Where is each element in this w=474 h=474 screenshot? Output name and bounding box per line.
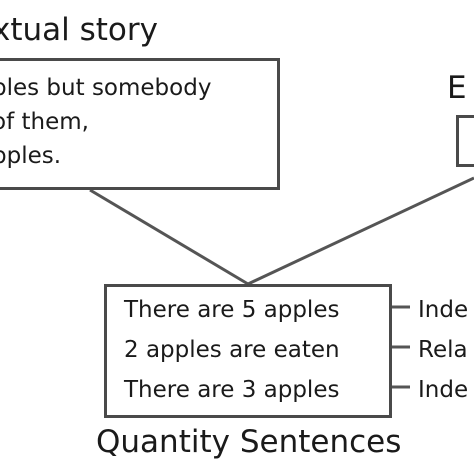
equation-title: E	[447, 70, 467, 106]
equation-to-sentences-line	[247, 176, 474, 286]
quantity-sentences-list: There are 5 apples 2 apples are eaten Th…	[124, 290, 340, 410]
textual-story-text: ples but somebody of them, pples.	[0, 71, 211, 173]
story-line: of them,	[0, 109, 89, 135]
quantity-sentence: There are 5 apples	[124, 297, 340, 323]
story-line: pples.	[0, 143, 62, 169]
relation-label: Rela	[418, 337, 468, 363]
quantity-sentences-box	[104, 284, 392, 418]
relation-label: Inde	[418, 377, 469, 403]
quantity-sentences-title: Quantity Sentences	[96, 424, 402, 460]
quantity-sentence: 2 apples are eaten	[124, 337, 340, 363]
relation-labels: Inde Rela Inde	[418, 290, 468, 410]
quantity-sentence: There are 3 apples	[124, 377, 340, 403]
textual-story-title: xtual story	[0, 12, 158, 48]
equation-box	[456, 115, 474, 167]
story-to-sentences-line	[89, 188, 249, 286]
textual-story-box	[0, 58, 280, 190]
story-line: ples but somebody	[0, 75, 212, 101]
relation-label: Inde	[418, 297, 469, 323]
